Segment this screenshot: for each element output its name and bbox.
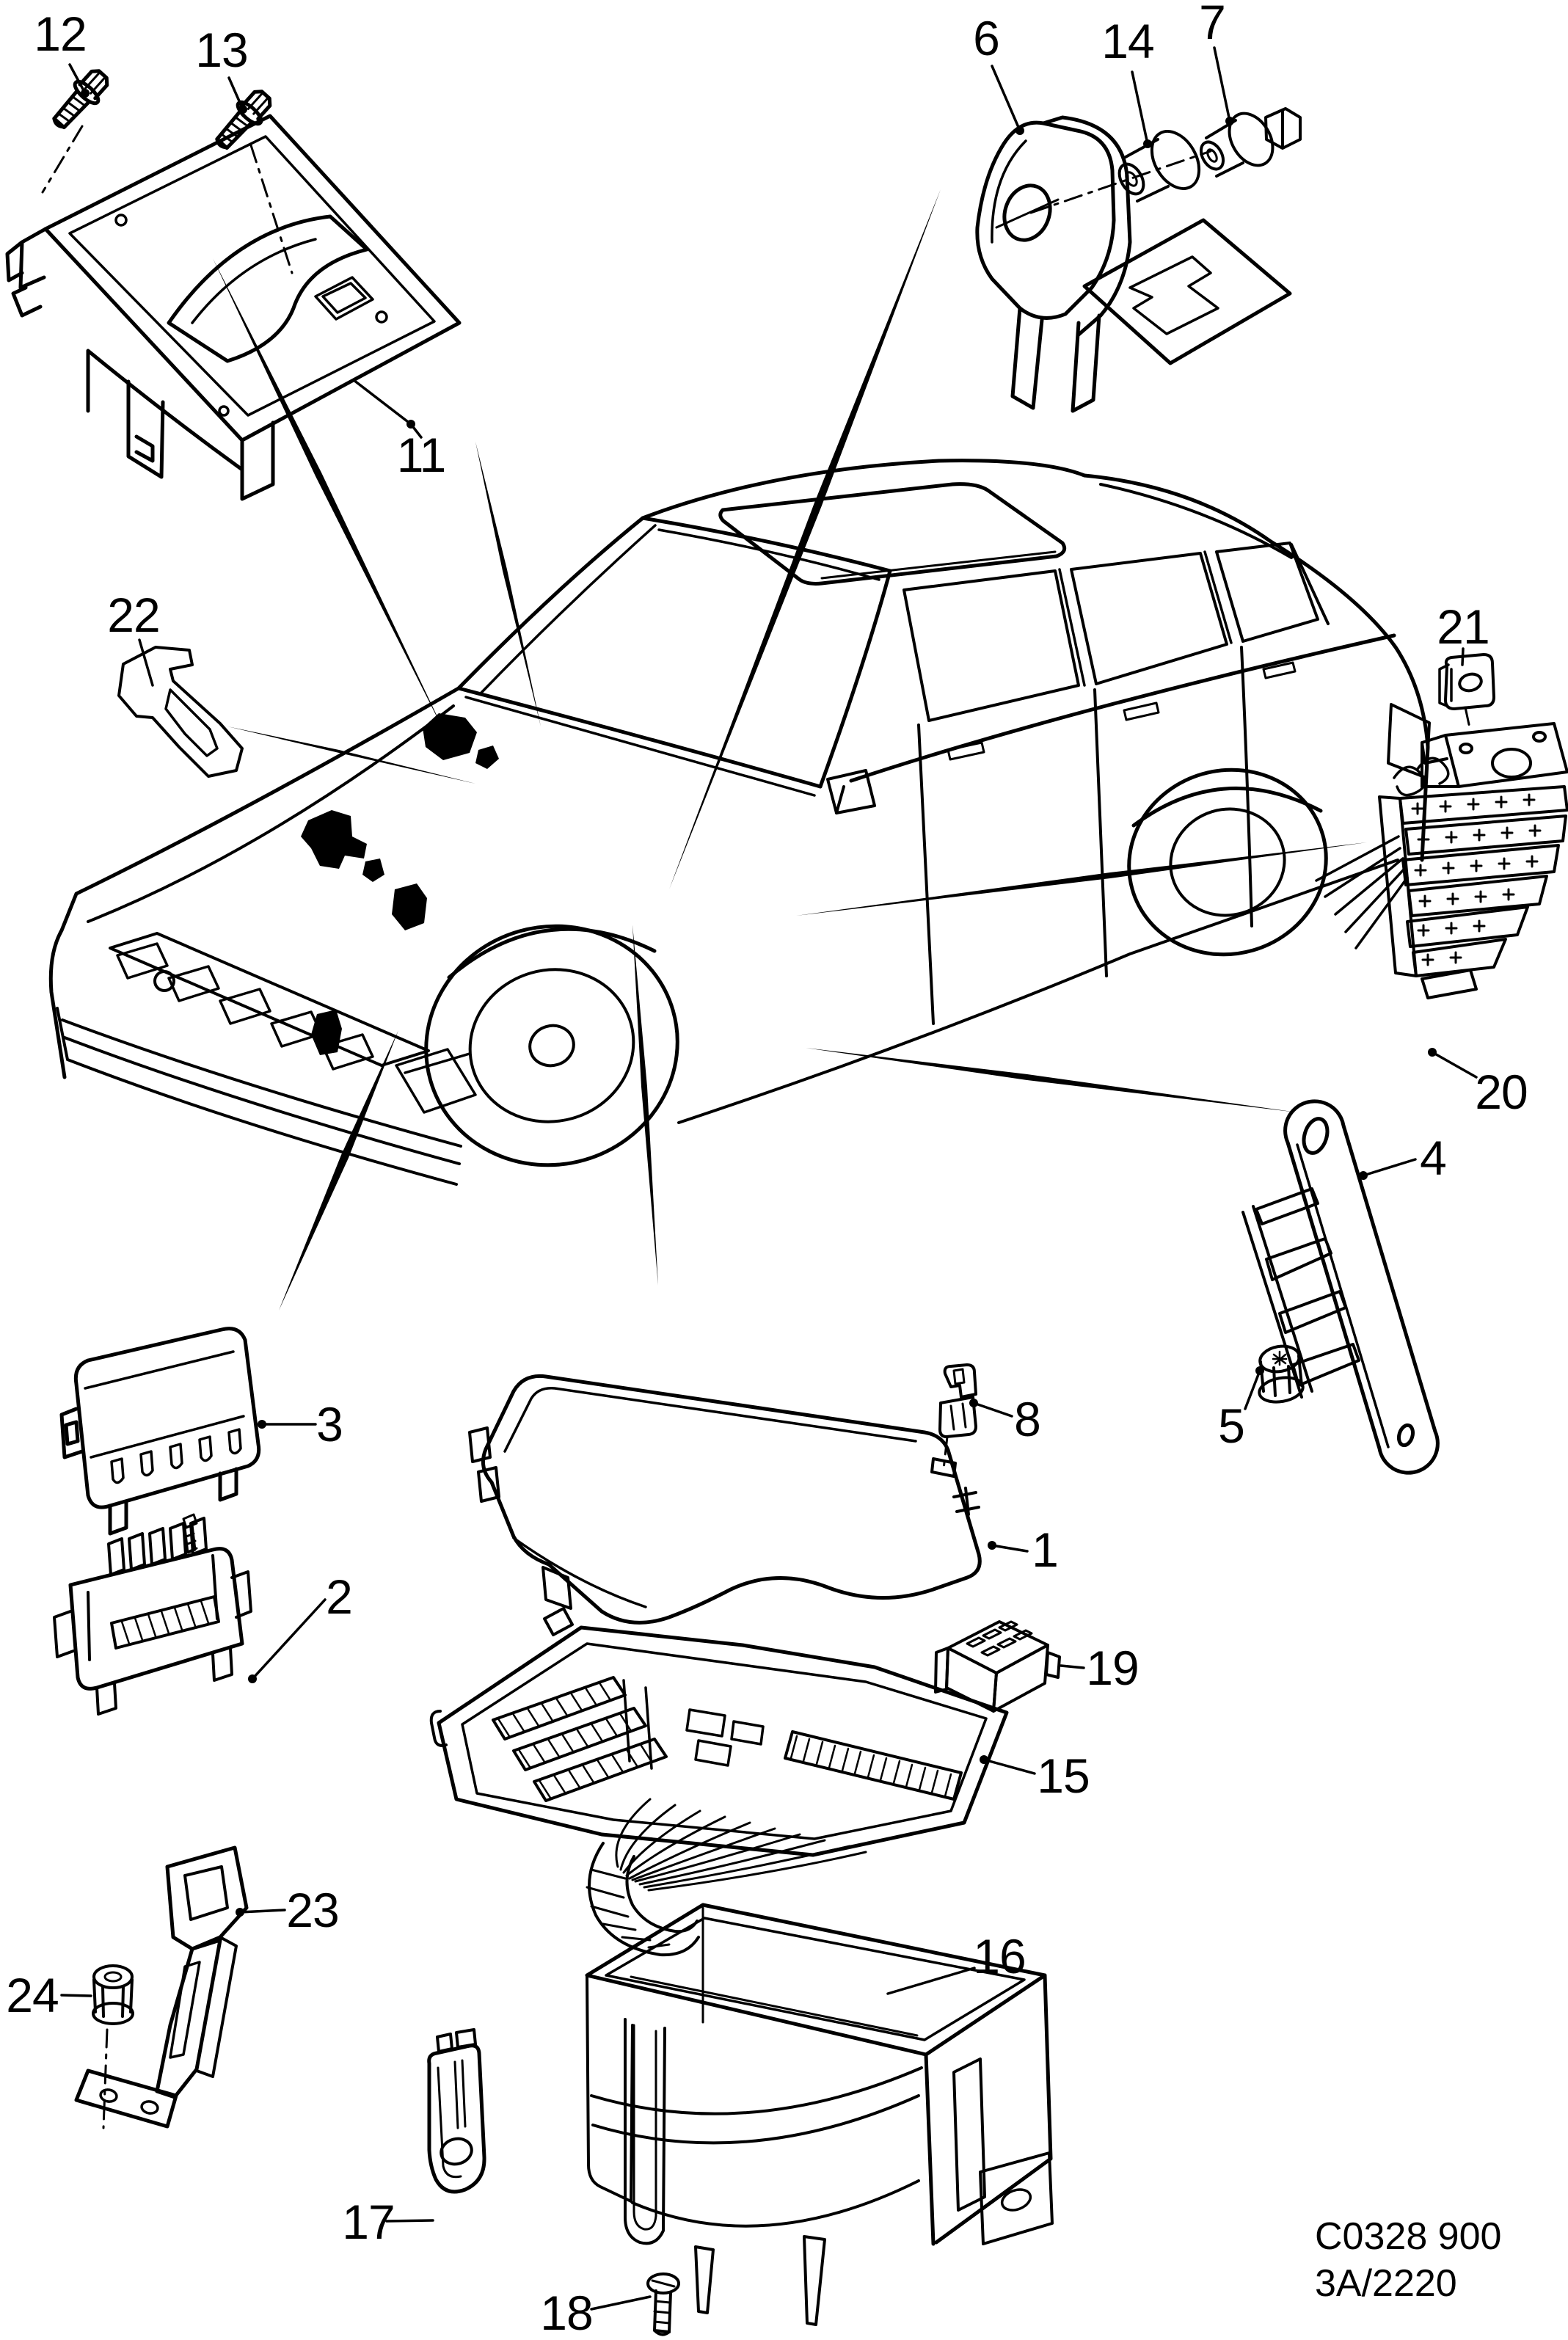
part-11-bracket-tray — [5, 114, 462, 501]
drawing-code: C0328 900 — [1315, 2215, 1502, 2258]
callout-5: 5 — [1218, 1399, 1245, 1453]
part-3-cover-box — [59, 1327, 261, 1536]
callout-17: 17 — [342, 2195, 395, 2249]
callout-2: 2 — [326, 1570, 353, 1624]
callout-22: 22 — [107, 588, 160, 642]
part-16-housing-box — [585, 1903, 1054, 2326]
part-19-relay — [934, 1620, 1061, 1713]
part-1-fuse-box-cover — [468, 1374, 982, 1625]
callout-23: 23 — [286, 1883, 339, 1937]
callout-7: 7 — [1199, 0, 1226, 49]
part-7-bushing-bolt — [1199, 107, 1302, 178]
part-15-fuse-box — [429, 1607, 1009, 1957]
part-23-support-bracket — [74, 1845, 249, 2129]
callout-14: 14 — [1101, 14, 1154, 68]
callout-12: 12 — [34, 7, 87, 61]
part-5-nut — [1258, 1344, 1305, 1404]
callout-18: 18 — [540, 2286, 593, 2340]
callout-15: 15 — [1037, 1749, 1090, 1803]
part-8-clip — [938, 1363, 977, 1438]
sheet-code: 3A/2220 — [1315, 2262, 1457, 2305]
part-17-side-plate — [427, 2028, 486, 2194]
pointer-wedges — [213, 189, 1367, 1311]
callout-4: 4 — [1420, 1131, 1447, 1185]
part-24-nut — [92, 1964, 134, 2025]
assembly-axes — [41, 125, 1471, 2129]
callout-21: 21 — [1437, 599, 1489, 654]
callout-20: 20 — [1475, 1065, 1528, 1119]
callout-19: 19 — [1086, 1641, 1139, 1695]
part-22-clip-bracket — [117, 646, 244, 778]
callout-8: 8 — [1014, 1392, 1041, 1446]
component-location-blobs — [301, 713, 499, 1055]
callout-16: 16 — [973, 1929, 1026, 1983]
callout-6: 6 — [973, 11, 1000, 65]
part-18-screw — [646, 2272, 680, 2336]
part-20-fuse-terminal-panel — [1315, 722, 1568, 999]
car-illustration — [48, 459, 1431, 1186]
footer-codes: C0328 900 3A/2220 — [1315, 2213, 1501, 2307]
leader-lines — [60, 46, 1478, 2311]
part-2-relay-holder — [53, 1513, 252, 1716]
part-6-rubber-mount-bracket — [975, 115, 1292, 413]
part-14-bushing — [1117, 130, 1201, 203]
callout-3: 3 — [316, 1397, 343, 1451]
part-21-clip-nut — [1438, 653, 1495, 710]
callout-1: 1 — [1032, 1523, 1059, 1577]
callout-11: 11 — [396, 428, 447, 482]
callout-24: 24 — [6, 1968, 59, 2022]
callout-13: 13 — [195, 23, 248, 77]
